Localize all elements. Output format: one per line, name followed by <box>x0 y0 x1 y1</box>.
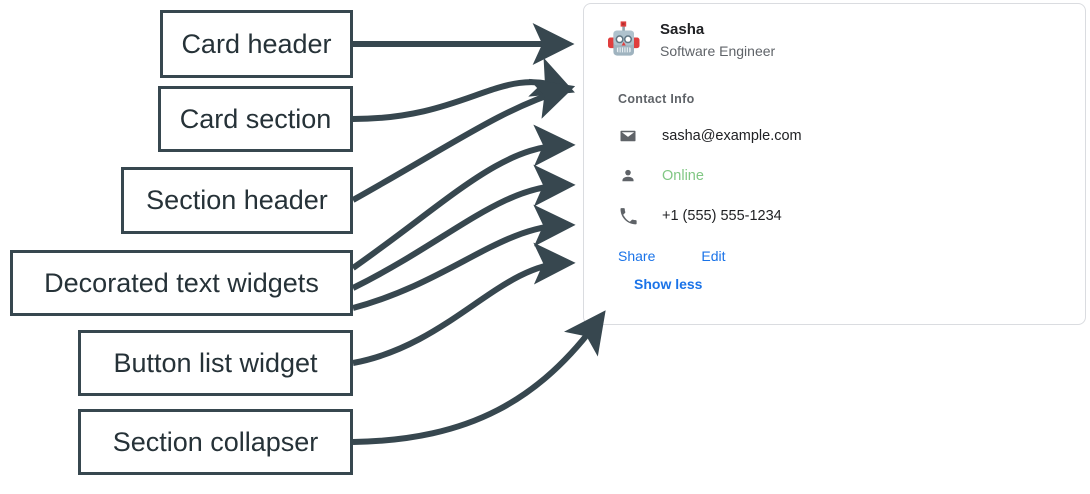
section-collapser-button[interactable]: Show less <box>634 276 703 292</box>
decorated-text-widget-status: Online <box>602 156 1085 196</box>
share-button[interactable]: Share <box>618 244 673 268</box>
decorated-text-widget-email: sasha@example.com <box>602 116 1085 156</box>
phone-icon <box>618 206 638 226</box>
callout-decorated-text-widgets: Decorated text widgets <box>10 250 353 316</box>
callout-card-header: Card header <box>160 10 353 78</box>
card-header-text: Sasha Software Engineer <box>660 21 775 58</box>
status-value: Online <box>662 168 704 184</box>
card-header: Sasha Software Engineer <box>584 4 1085 74</box>
email-icon <box>618 126 638 146</box>
profile-card: Sasha Software Engineer Contact Info sas… <box>583 3 1086 325</box>
button-list-widget: Share Edit <box>602 236 1085 268</box>
section-header: Contact Info <box>618 92 695 106</box>
callout-button-list-widget: Button list widget <box>78 330 353 396</box>
phone-value: +1 (555) 555-1234 <box>662 208 782 224</box>
card-title: Sasha <box>660 21 705 39</box>
callout-section-header: Section header <box>121 167 353 234</box>
card-subtitle: Software Engineer <box>660 42 776 59</box>
robot-avatar-icon <box>602 18 646 62</box>
decorated-text-widget-phone: +1 (555) 555-1234 <box>602 196 1085 236</box>
callout-card-section: Card section <box>158 86 353 152</box>
callout-section-collapser: Section collapser <box>78 409 353 475</box>
person-icon <box>618 166 638 186</box>
card-section: Contact Info sasha@example.com Online <box>584 74 1085 294</box>
edit-button[interactable]: Edit <box>701 244 743 268</box>
email-value: sasha@example.com <box>662 128 802 144</box>
